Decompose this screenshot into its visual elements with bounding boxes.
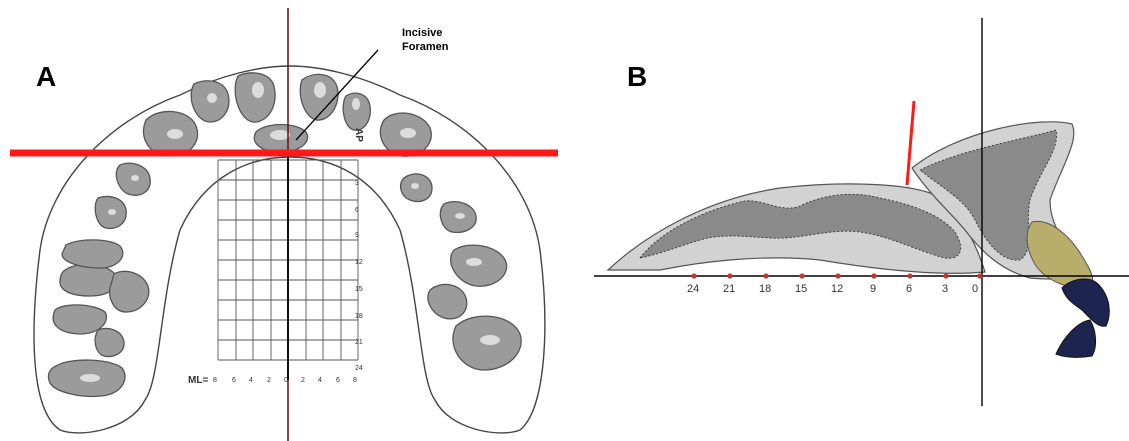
ml-tick: 8 (213, 377, 217, 384)
ml-tick: 6 (232, 377, 236, 384)
axis-tick: 3 (942, 283, 948, 295)
axis-tick: 15 (795, 283, 807, 295)
ml-tick: 4 (318, 377, 322, 384)
axis-marker (727, 273, 732, 278)
axis-tick: 12 (831, 283, 843, 295)
ap-tick: 6 (355, 207, 359, 214)
ap-tick: 12 (355, 259, 363, 266)
reference-line-b (907, 101, 914, 185)
ap-tick: 9 (355, 232, 359, 239)
ml-tick: 2 (301, 377, 305, 384)
axis-marker (977, 273, 982, 278)
axis-tick-labels: 24 21 18 15 12 9 6 3 0 (687, 283, 978, 295)
panel-a-label: A (36, 61, 56, 92)
ml-tick: 8 (353, 377, 357, 384)
panel-b: B 24 21 18 15 (594, 18, 1129, 406)
axis-tick: 0 (972, 283, 978, 295)
axis-marker (799, 273, 804, 278)
axis-marker (763, 273, 768, 278)
ml-scale: ML= 8 6 4 2 0 2 4 6 8 (188, 375, 357, 386)
axis-marker (835, 273, 840, 278)
ml-tick: 4 (249, 377, 253, 384)
axis-marker (871, 273, 876, 278)
ap-tick: 3 (355, 180, 359, 187)
ap-tick: 18 (355, 313, 363, 320)
ap-tick: 24 (355, 365, 363, 372)
callout-incisive: Incisive (402, 27, 442, 39)
ml-tick: 6 (336, 377, 340, 384)
axis-marker (907, 273, 912, 278)
panel-a: A (10, 8, 558, 441)
upper-incisor-crown (1062, 279, 1109, 326)
axis-tick: 18 (759, 283, 771, 295)
ml-axis-label: ML= (188, 375, 208, 386)
axis-tick: 9 (870, 283, 876, 295)
ap-axis-label: AP (353, 128, 364, 142)
lower-incisor-crown (1056, 320, 1096, 357)
ap-tick: 21 (355, 339, 363, 346)
axis-tick: 6 (906, 283, 912, 295)
panel-b-label: B (627, 61, 647, 92)
axis-marker (943, 273, 948, 278)
ap-tick: 15 (355, 286, 363, 293)
axis-tick: 21 (723, 283, 735, 295)
ml-tick: 2 (267, 377, 271, 384)
axis-tick: 24 (687, 283, 699, 295)
axis-marker (691, 273, 696, 278)
callout-foramen: Foramen (402, 41, 449, 53)
